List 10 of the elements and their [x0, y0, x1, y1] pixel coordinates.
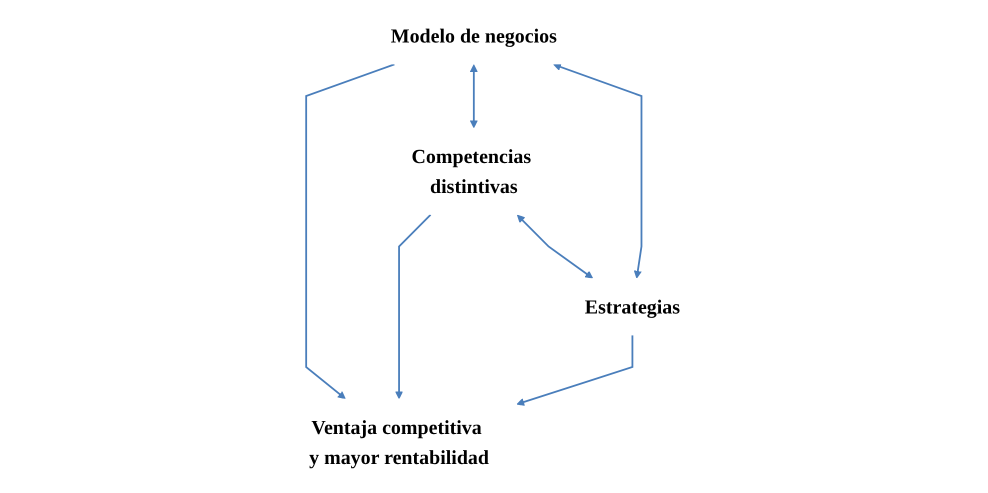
arrow	[470, 64, 478, 128]
node-text: Competencias distintivas	[411, 144, 531, 198]
arrow	[516, 335, 634, 406]
arrow	[394, 214, 431, 400]
node-text: Ventaja competitiva y mayor rentabilidad	[308, 416, 489, 469]
arrow	[516, 214, 593, 279]
node-text: Estrategias	[584, 295, 680, 318]
node-text: Modelo de negocios	[390, 24, 557, 48]
arrow	[305, 63, 394, 400]
arrow	[552, 63, 642, 279]
